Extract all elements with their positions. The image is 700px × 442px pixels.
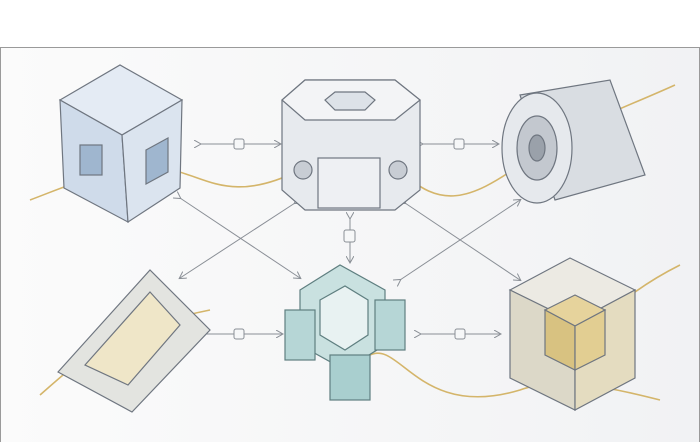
link-badge-icon [454, 328, 466, 340]
link-badge-icon [233, 328, 245, 340]
arrow [405, 203, 520, 280]
arrow-badges [233, 138, 466, 340]
arrow [400, 200, 520, 280]
triangle-module [57, 269, 211, 413]
octagon-module [281, 79, 421, 211]
cluster-module [508, 257, 637, 411]
cube-module [58, 64, 184, 224]
link-badge-icon [453, 138, 465, 150]
link-badge-icon [233, 138, 245, 150]
link-badge-icon [343, 229, 356, 243]
arrow [180, 203, 295, 278]
cylinder-module [501, 79, 646, 204]
top-margin [0, 0, 700, 47]
knot-module [284, 264, 406, 401]
